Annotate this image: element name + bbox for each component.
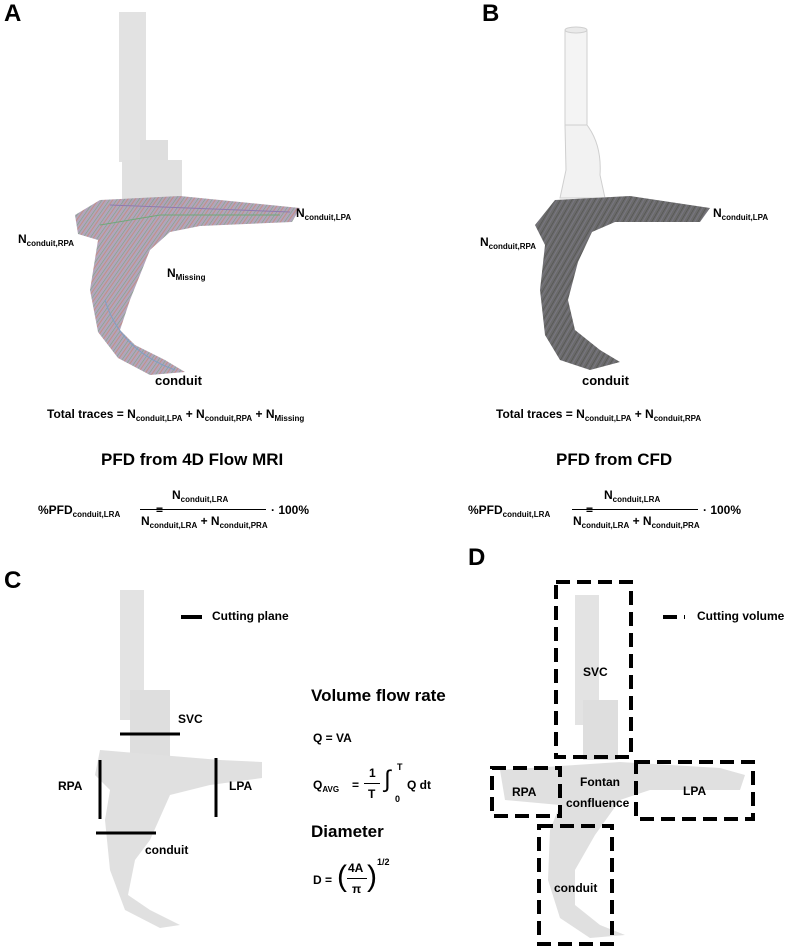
panel-d-cutting-volumes [490,580,755,946]
panel-b-vessel [559,26,606,199]
panel-d-conduit-label: conduit [554,881,598,895]
panel-b-pfd-equals: = [586,503,594,517]
panel-b-n-conduit-lpa-label: Nconduit,LPA [713,206,769,222]
panel-d-letter: D [468,544,486,571]
panel-c-qavg-lhs: QAVG [313,778,340,794]
panel-a-letter: A [4,0,22,27]
panel-a-conduit-label: conduit [155,373,202,388]
panel-a-pfd-numerator: Nconduit,LRA [172,488,229,504]
panel-c-qavg-frac-bar [364,783,380,784]
panel-c-d-left-paren: ( [337,860,347,893]
panel-b-pfd-numerator: Nconduit,LRA [604,488,661,504]
panel-c-diameter-heading: Diameter [311,822,384,841]
panel-c-volume-flow-heading: Volume flow rate [311,686,446,705]
panel-c-qavg-frac-den: T [368,787,376,801]
panel-a-heading: PFD from 4D Flow MRI [101,450,284,469]
panel-c-vessel [95,590,262,928]
panel-b-conduit-label: conduit [582,373,629,388]
panel-c-qavg-equals: = [352,778,360,792]
panel-c-integral-upper: T [397,762,403,772]
panel-d-fontan-label-line2: confluence [566,796,630,810]
panel-a-streamlines [75,196,300,375]
panel-b-n-conduit-rpa-label: Nconduit,RPA [480,235,537,251]
panel-a-n-conduit-rpa-label: Nconduit,RPA [18,232,75,248]
panel-b-streamlines [535,196,710,370]
panel-a-n-conduit-lpa-label: Nconduit,LPA [296,206,352,222]
panel-a-vessel [119,12,182,205]
panel-c-d-right-paren: ) [367,860,377,893]
panel-a-pfd-denominator: Nconduit,LRA + Nconduit,PRA [141,514,268,530]
panel-d-fontan-label-line1: Fontan [580,775,620,789]
panel-c-lpa-label: LPA [229,779,253,793]
panel-b-pfd-times: · 100% [703,503,742,517]
panel-b-pfd-lhs: %PFDconduit,LRA [468,503,551,519]
panel-b-fraction-bar [572,509,698,510]
panel-b-total-traces-formula: Total traces = Nconduit,LPA + Nconduit,R… [496,407,702,423]
panel-c-cutting-planes [96,615,218,835]
panel-c-letter: C [4,567,22,594]
panel-c-qavg-integrand: Q dt [407,778,431,792]
panel-c-integral-lower: 0 [395,794,401,804]
panel-a-fraction-bar [140,509,266,510]
panel-c-d-denominator: π [352,882,362,896]
panel-c-conduit-label: conduit [145,843,189,857]
panel-d-lpa-label: LPA [683,784,707,798]
panel-c-svc-label: SVC [178,712,203,726]
panel-d-svc-label: SVC [583,665,608,679]
panel-d-rpa-label: RPA [512,785,537,799]
panel-c-d-frac-bar [347,878,367,879]
panel-b-pfd-denominator: Nconduit,LRA + Nconduit,PRA [573,514,700,530]
panel-c-integral-sign: ∫ [384,766,391,793]
panel-a-n-missing-label: NMissing [167,266,206,282]
panel-a-pfd-equals: = [156,503,164,517]
panel-a-pfd-lhs: %PFDconduit,LRA [38,503,121,519]
panel-c-d-numerator: 4A [348,861,364,875]
panel-c-legend-cutting-plane: Cutting plane [212,609,289,623]
panel-b-letter: B [482,0,500,27]
panel-d-legend-cutting-volume: Cutting volume [697,609,785,623]
panel-c-q-formula: Q = VA [313,731,352,745]
panel-b-heading: PFD from CFD [556,450,673,469]
panel-c-rpa-label: RPA [58,779,83,793]
panel-c-d-exponent: 1/2 [377,857,390,867]
panel-a-pfd-times: · 100% [271,503,310,517]
panel-a-total-traces-formula: Total traces = Nconduit,LPA + Nconduit,R… [47,407,305,423]
panel-c-qavg-frac-num: 1 [369,766,376,780]
panel-c-d-eq: D = [313,873,333,887]
